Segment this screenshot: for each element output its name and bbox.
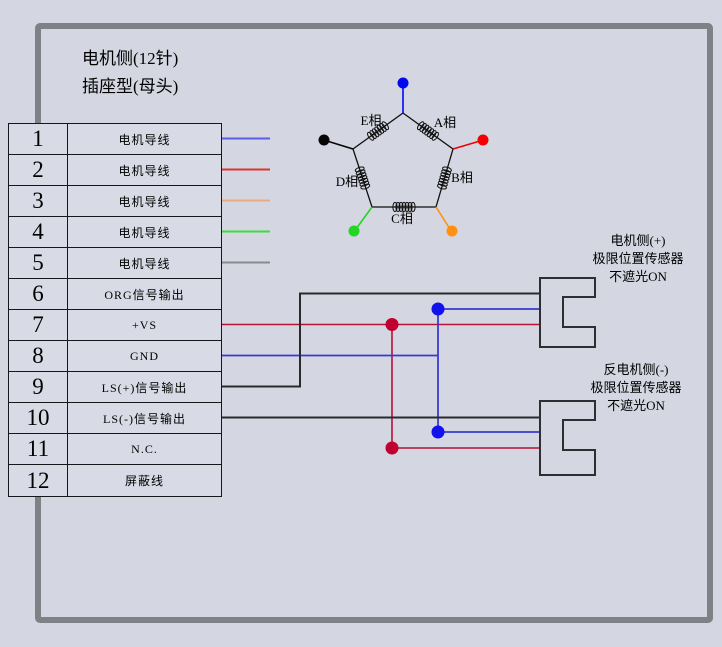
- pin-label: 电机导线: [118, 225, 171, 240]
- diagram-title: 电机侧(12针) 插座型(母头): [82, 45, 178, 101]
- pin-label: LS(-)信号输出: [103, 411, 186, 426]
- vs-upper-junction-dot: [385, 318, 399, 331]
- lower-sensor-caption-line1: 反电机侧(-): [603, 362, 669, 377]
- pentagon-winding-outline: [352, 112, 454, 208]
- table-row: 3 电机导线: [9, 186, 221, 217]
- phase-d-label: D相: [336, 174, 358, 189]
- pin-number: 12: [9, 465, 68, 496]
- pin-number: 8: [9, 341, 68, 371]
- pin-label: 电机导线: [118, 163, 171, 178]
- right-lead-wire: [452, 140, 481, 150]
- phase-a-label: A相: [434, 115, 456, 130]
- left-lead-wire: [326, 140, 354, 150]
- table-row: 8 GND: [9, 341, 221, 372]
- pin-number: 11: [9, 434, 68, 464]
- table-row: 1 电机导线: [9, 124, 221, 155]
- bottom-left-lead-wire: [355, 206, 373, 230]
- pin-label: 电机导线: [118, 256, 171, 271]
- upper-sensor-caption: 电机侧(+) 极限位置传感器 不遮光ON: [558, 232, 718, 286]
- upper-limit-sensor-shape: [539, 277, 596, 348]
- vs-wire: [222, 323, 540, 449]
- pin-number: 1: [9, 124, 68, 154]
- gnd-lower-junction-dot: [431, 425, 445, 439]
- table-row: 10 LS(-)信号输出: [9, 403, 221, 434]
- pin-number: 6: [9, 279, 68, 309]
- lower-sensor-caption-line2: 极限位置传感器: [590, 380, 682, 395]
- upper-sensor-caption-line2: 极限位置传感器: [592, 251, 684, 266]
- pin-number: 3: [9, 186, 68, 216]
- pin-label: 电机导线: [118, 194, 171, 209]
- pin-label: 屏蔽线: [124, 474, 164, 488]
- upper-sensor-caption-line3: 不遮光ON: [609, 269, 667, 284]
- pin-label: ORG信号输出: [104, 287, 185, 302]
- gnd-upper-junction-dot: [431, 302, 445, 316]
- pin-number: 5: [9, 248, 68, 278]
- phase-c-label: C相: [391, 211, 413, 226]
- phase-e-label: E相: [361, 113, 382, 128]
- table-row: 6 ORG信号输出: [9, 279, 221, 310]
- lower-limit-sensor-shape: [539, 400, 596, 476]
- upper-sensor-caption-line1: 电机侧(+): [610, 233, 666, 248]
- lower-sensor-caption: 反电机侧(-) 极限位置传感器 不遮光ON: [556, 361, 716, 415]
- pin-label: GND: [130, 348, 159, 363]
- pin-label: N.C.: [131, 441, 158, 456]
- pin-label: 电机导线: [118, 132, 171, 147]
- table-row: 7 +VS: [9, 310, 221, 341]
- table-row: 11 N.C.: [9, 434, 221, 465]
- bottom-right-lead-wire: [435, 206, 451, 230]
- right-lead-dot: [477, 134, 489, 146]
- pin-number: 2: [9, 155, 68, 185]
- lower-sensor-caption-line3: 不遮光ON: [607, 398, 665, 413]
- pin-number: 7: [9, 310, 68, 340]
- bottom-right-lead-dot: [446, 225, 458, 237]
- connector-pin-table: 1 电机导线 2 电机导线 3 电机导线 4 电机导线 5 电机导线 6 ORG…: [8, 123, 222, 497]
- table-row: 12 屏蔽线: [9, 465, 221, 496]
- bottom-left-lead-dot: [348, 225, 360, 237]
- table-row: 4 电机导线: [9, 217, 221, 248]
- phase-b-label: B相: [451, 170, 473, 185]
- top-lead-dot: [397, 77, 409, 89]
- title-line-2: 插座型(母头): [82, 77, 179, 96]
- table-row: 5 电机导线: [9, 248, 221, 279]
- gnd-wire: [222, 308, 540, 433]
- vs-lower-junction-dot: [385, 441, 399, 455]
- pin-label: +VS: [131, 317, 158, 332]
- left-lead-dot: [318, 134, 330, 146]
- pin-number: 4: [9, 217, 68, 247]
- pin-number: 10: [9, 403, 68, 433]
- ls-plus-wire: [222, 292, 540, 388]
- table-row: 2 电机导线: [9, 155, 221, 186]
- pin-number: 9: [9, 372, 68, 402]
- table-row: 9 LS(+)信号输出: [9, 372, 221, 403]
- pin-label: LS(+)信号输出: [101, 380, 188, 395]
- title-line-1: 电机侧(12针): [82, 49, 179, 68]
